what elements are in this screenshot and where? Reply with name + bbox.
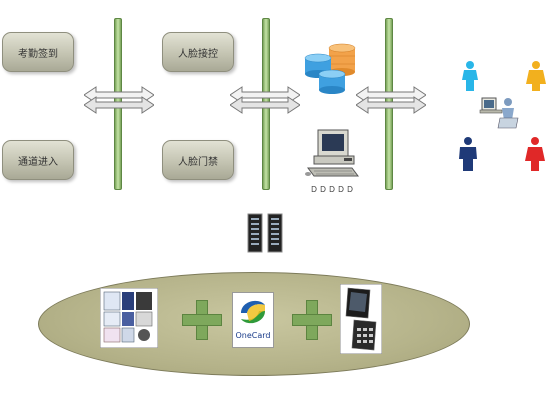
person-yellow-icon	[526, 61, 546, 91]
double-arrow-1	[84, 86, 154, 114]
double-arrow-2	[230, 86, 300, 114]
box-attendance-label: 考勤签到	[18, 48, 58, 60]
database-icon	[304, 43, 356, 94]
double-arrow-3	[356, 86, 426, 114]
box-face-control: 人脸接控	[162, 32, 234, 72]
plus-icon-1	[182, 300, 222, 340]
computer-caption: ＤＤＤＤＤ	[310, 185, 355, 194]
onecard-emblem-icon	[241, 300, 265, 324]
person-at-desk-icon	[479, 97, 519, 129]
person-cyan-icon	[462, 61, 478, 91]
box-passage-label: 通道进入	[18, 156, 58, 168]
connector-devices-icon	[247, 213, 283, 253]
plus-icon-2	[292, 300, 332, 340]
person-red-icon	[525, 137, 545, 171]
box-attendance: 考勤签到	[2, 32, 74, 72]
box-face-access-label: 人脸门禁	[178, 156, 218, 168]
computer-icon	[305, 129, 359, 177]
box-face-access: 人脸门禁	[162, 140, 234, 180]
onecard-logo: OneCard	[232, 292, 274, 348]
cards-bundle-icon	[100, 288, 158, 348]
box-face-control-label: 人脸接控	[178, 48, 218, 60]
onecard-label: OneCard	[235, 331, 271, 340]
person-navy-icon	[459, 137, 477, 171]
box-passage: 通道进入	[2, 140, 74, 180]
terminal-devices-icon	[340, 284, 382, 354]
